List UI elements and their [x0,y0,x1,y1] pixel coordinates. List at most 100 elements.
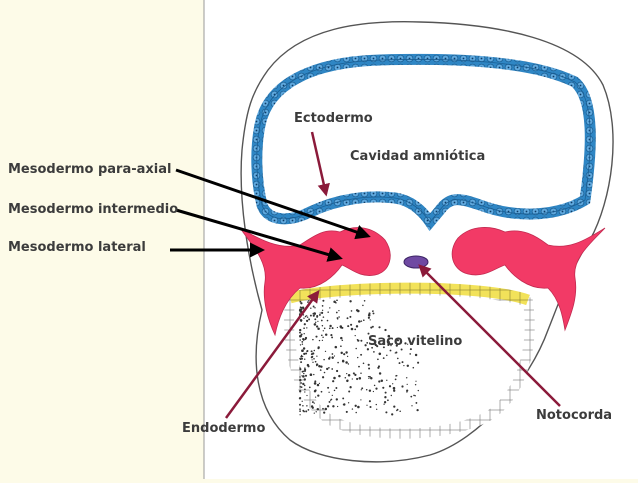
stipple-dot [336,326,339,329]
stipple-dot [313,390,317,393]
stipple-dot [313,412,315,414]
stipple-dot [336,369,339,373]
stipple-dot [369,319,371,321]
stipple-dot [304,391,306,393]
stipple-dot [310,350,313,353]
stipple-dot [322,407,324,410]
stipple-dot [404,342,407,345]
stipple-dot [344,377,347,379]
stipple-dot [313,382,317,385]
stipple-dot [303,358,306,360]
stipple-dot [299,300,302,303]
stipple-dot [335,398,338,401]
stipple-dot [378,326,381,329]
stipple-dot [372,310,374,313]
stipple-dot [306,316,309,318]
stipple-dot [328,327,331,330]
stipple-dot [337,361,339,364]
stipple-dot [324,333,328,336]
stipple-dot [304,338,307,341]
stipple-dot [347,325,350,328]
stipple-dot [360,372,362,375]
stipple-dot [338,374,341,378]
stipple-dot [334,345,338,349]
stipple-dot [316,355,318,357]
stipple-dot [392,383,394,385]
stipple-dot [300,386,303,388]
stipple-dot [327,386,330,389]
stipple-dot [368,312,371,315]
stipple-dot [384,328,387,332]
stipple-dot [394,352,396,354]
stipple-dot [387,399,389,402]
stipple-dot [329,307,331,309]
stipple-dot [302,404,304,407]
stipple-dot [309,373,313,376]
stipple-dot [409,353,412,355]
stipple-dot [313,358,315,360]
stipple-dot [416,408,419,412]
stipple-dot [396,357,399,360]
stipple-dot [314,307,316,309]
stipple-dot [315,411,317,413]
stipple-dot [343,403,346,406]
stipple-dot [388,341,391,344]
stipple-dot [357,356,359,359]
stipple-dot [302,409,305,412]
stipple-dot [306,405,308,407]
stipple-dot [366,342,369,344]
stipple-dot [307,301,309,303]
stipple-dot [331,394,333,397]
stipple-dot [380,379,384,383]
stipple-dot [302,339,305,341]
stipple-dot [328,400,331,403]
stipple-dot [413,394,415,397]
stipple-dot [323,327,326,330]
pointer-paraaxial [175,168,371,240]
stipple-dot [303,352,306,356]
stipple-dot [317,327,320,330]
stipple-dot [299,378,302,382]
stipple-dot [356,377,359,381]
stipple-dot [312,352,315,355]
stipple-dot [320,390,323,393]
stipple-dot [389,349,392,352]
stipple-dot [301,400,303,402]
stipple-dot [335,387,338,389]
stipple-dot [336,405,339,408]
pointer-ectodermo [310,131,330,197]
stipple-dot [367,332,370,335]
stipple-dot [302,308,305,310]
stipple-dot [312,305,315,308]
stipple-dot [299,410,301,412]
stipple-dot [383,401,387,404]
stipple-dot [301,341,304,343]
stipple-dot [367,316,370,319]
stipple-dot [304,374,308,377]
stipple-dot [360,389,362,391]
stipple-dot [300,361,303,364]
stipple-dot [340,351,343,355]
stipple-dot [340,336,343,340]
stipple-dot [315,325,319,328]
stipple-dot [318,382,321,385]
stipple-dot [350,323,353,326]
stipple-dot [314,380,317,383]
stipple-dot [304,315,307,318]
stipple-dot [405,377,408,379]
stipple-dot [336,317,339,319]
stipple-dot [414,353,418,357]
stipple-dot [301,343,304,345]
stipple-dot [316,383,320,387]
stipple-dot [384,391,387,394]
stipple-dot [299,390,302,393]
stipple-dot [396,339,400,342]
stipple-dot [318,313,321,316]
ectoderm-outline [256,59,591,223]
stipple-dot [309,314,312,317]
stipple-dot [371,346,373,349]
stipple-dot [367,363,370,366]
stipple-dot [396,408,399,411]
stipple-dot [346,372,348,375]
stipple-dot [312,361,314,363]
